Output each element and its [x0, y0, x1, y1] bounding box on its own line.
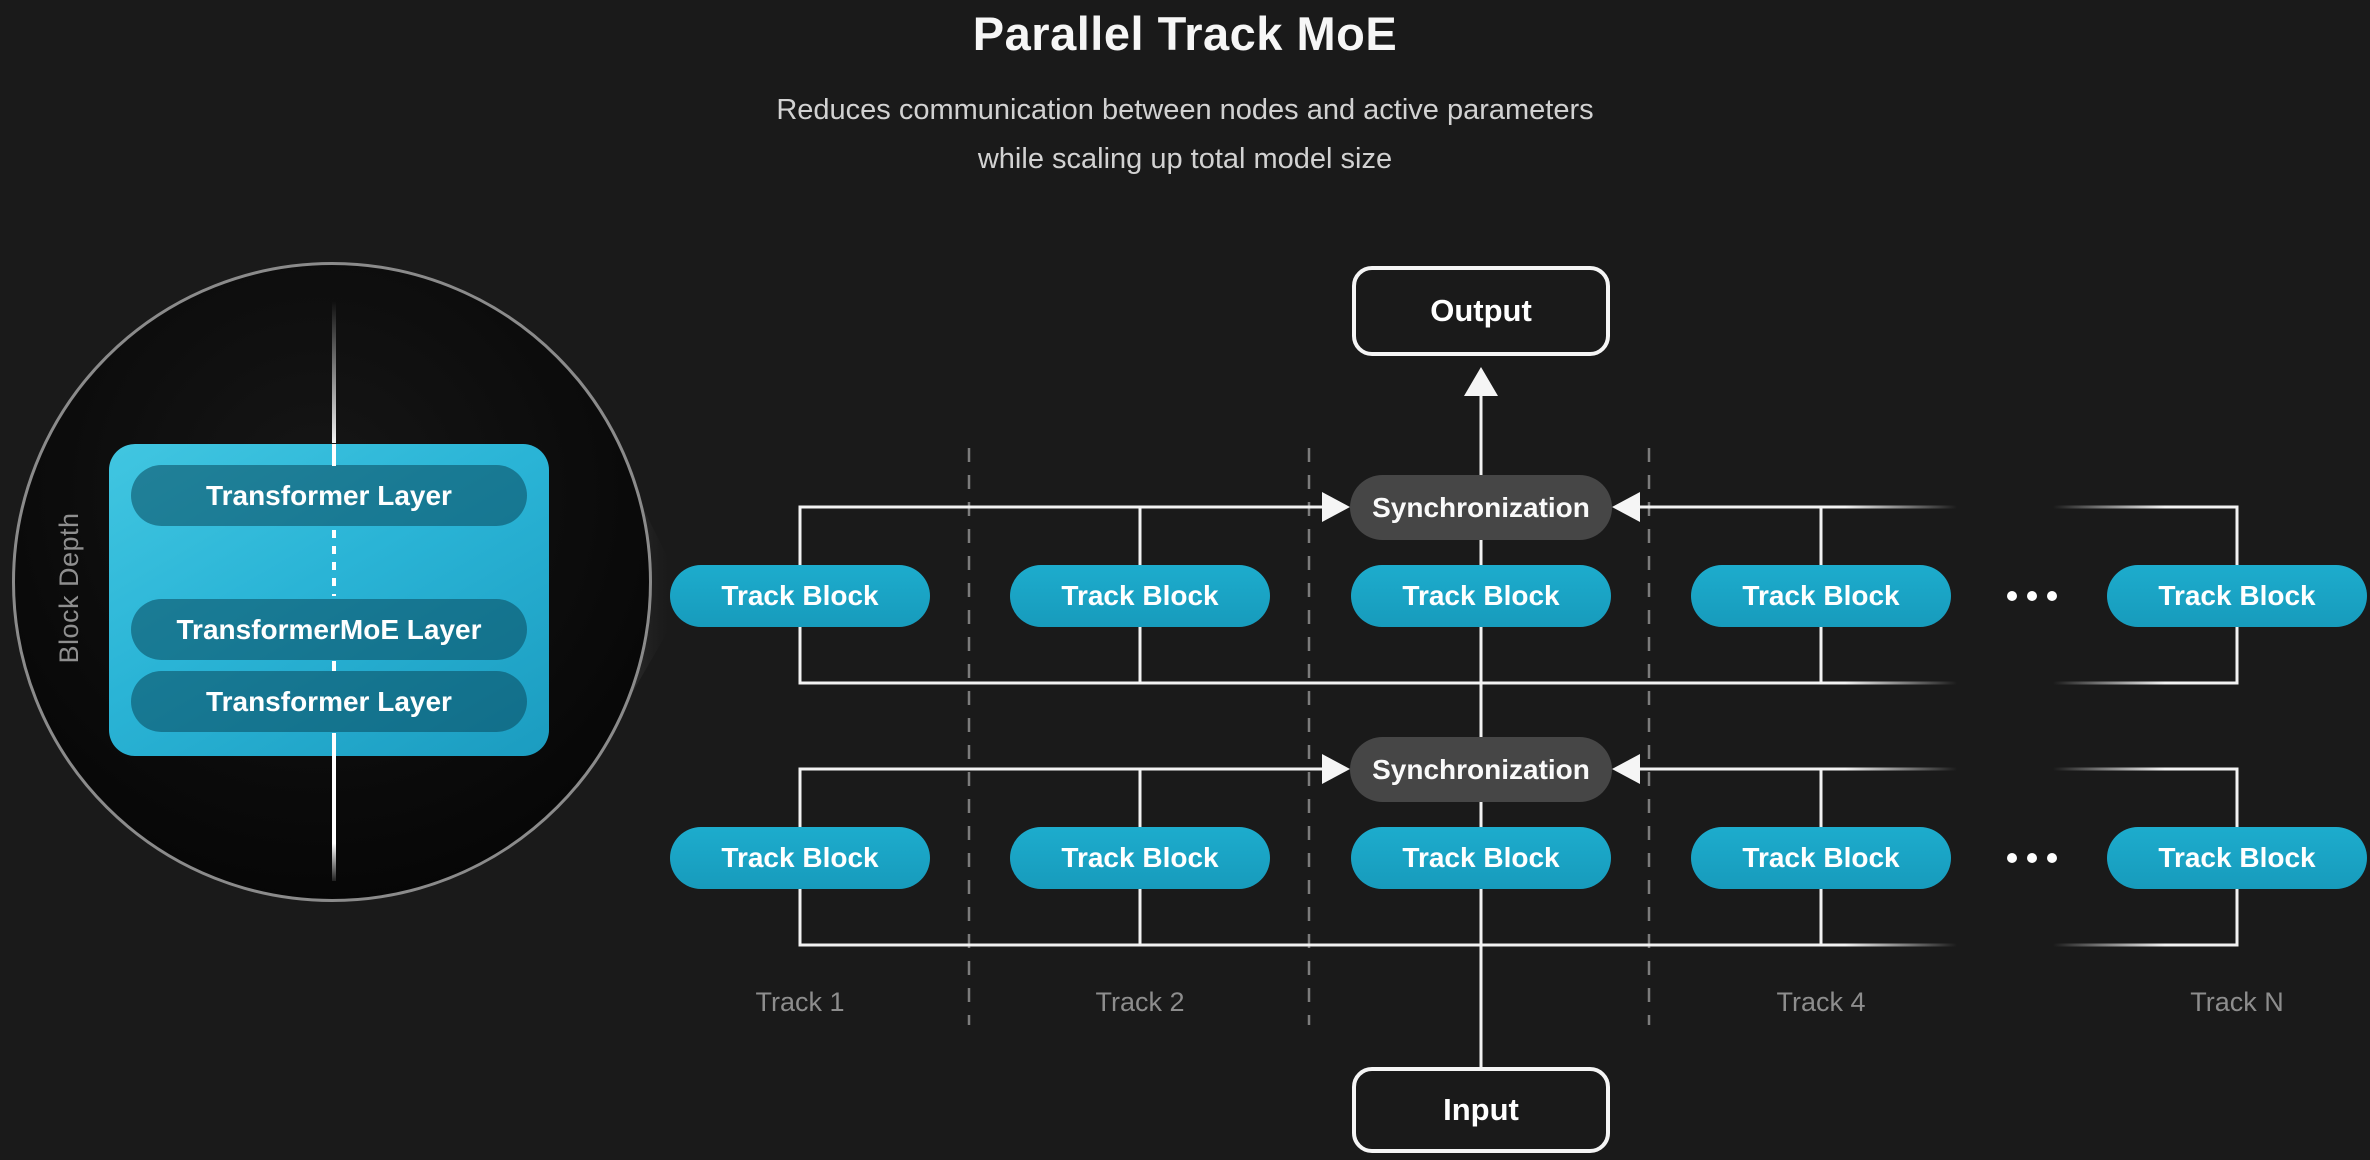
- track-block-label: Track Block: [1742, 842, 1900, 873]
- bus-fade-mask: [1845, 485, 2165, 965]
- depth-line-segment: [332, 444, 336, 466]
- transformer-layer-pill-top: Transformer Layer: [131, 465, 527, 526]
- track-block-label: Track Block: [1402, 842, 1560, 873]
- track-block-row1-track2: Track Block: [1010, 565, 1270, 627]
- depth-dotted-line: [332, 530, 336, 596]
- subtitle-line-1: Reduces communication between nodes and …: [776, 94, 1594, 126]
- output-node: Output: [1352, 266, 1610, 356]
- track-label-1: Track 1: [755, 987, 845, 1017]
- depth-line-bottom: [332, 756, 336, 881]
- track-block-label: Track Block: [721, 842, 879, 873]
- block-depth-axis-label: Block Depth: [54, 512, 84, 664]
- arrow-into-sync1-right-icon: [1612, 492, 1640, 522]
- transformer-layer-pill-bottom: Transformer Layer: [131, 671, 527, 732]
- output-label: Output: [1430, 293, 1532, 328]
- page-subtitle: Reduces communication between nodes and …: [0, 86, 2370, 184]
- track-block-label: Track Block: [721, 580, 879, 611]
- depth-line-segment: [332, 733, 336, 756]
- synchronization-node-2: Synchronization: [1350, 737, 1612, 802]
- transformer-moe-layer-pill: TransformerMoE Layer: [131, 599, 527, 660]
- ellipsis-dots-row1: [2007, 591, 2057, 601]
- track-label-4: Track 4: [1776, 987, 1866, 1017]
- arrow-up-to-output-icon: [1464, 367, 1498, 396]
- arrow-into-sync2-right-icon: [1612, 754, 1640, 784]
- track-block-label: Track Block: [1061, 580, 1219, 611]
- synchronization-label: Synchronization: [1372, 491, 1590, 523]
- track-label-2: Track 2: [1095, 987, 1185, 1017]
- track-block-label: Track Block: [1742, 580, 1900, 611]
- page-title: Parallel Track MoE: [972, 7, 1398, 60]
- track-block-row2-track4: Track Block: [1691, 827, 1951, 889]
- arrow-into-sync1-left-icon: [1322, 492, 1350, 522]
- track-block-row1-track3: Track Block: [1351, 565, 1611, 627]
- track-block-row2-track2: Track Block: [1010, 827, 1270, 889]
- track-block-row1-track1: Track Block: [670, 565, 930, 627]
- track-block-row1-track4: Track Block: [1691, 565, 1951, 627]
- depth-line-segment: [332, 661, 336, 671]
- track-block-label: Track Block: [1061, 842, 1219, 873]
- track-block-row2-track3: Track Block: [1351, 827, 1611, 889]
- track-block-row2-track1: Track Block: [670, 827, 930, 889]
- track-block-label: Track Block: [1402, 580, 1560, 611]
- connector-lines: [798, 396, 2239, 1067]
- track-block-row2-trackN: Track Block: [2107, 827, 2367, 889]
- track-block-row1-trackN: Track Block: [2107, 565, 2367, 627]
- transformer-moe-layer-label: TransformerMoE Layer: [176, 613, 482, 645]
- synchronization-label: Synchronization: [1372, 753, 1590, 785]
- arrowhead-icons: [1322, 367, 1640, 784]
- arrow-into-sync2-left-icon: [1322, 754, 1350, 784]
- track-block-label: Track Block: [2158, 580, 2316, 611]
- input-label: Input: [1443, 1092, 1519, 1127]
- transformer-layer-label: Transformer Layer: [206, 479, 452, 511]
- track-block-label: Track Block: [2158, 842, 2316, 873]
- ellipsis-dots-row2: [2007, 853, 2057, 863]
- depth-line-top: [332, 301, 336, 443]
- subtitle-line-2: while scaling up total model size: [977, 143, 1393, 175]
- transformer-stack-panel: Transformer Layer TransformerMoE Layer T…: [109, 444, 549, 756]
- transformer-layer-label: Transformer Layer: [206, 685, 452, 717]
- input-node: Input: [1352, 1067, 1610, 1153]
- block-depth-inset-circle: Transformer Layer TransformerMoE Layer T…: [12, 262, 652, 902]
- track-label-n: Track N: [2190, 987, 2284, 1017]
- synchronization-node-1: Synchronization: [1350, 475, 1612, 540]
